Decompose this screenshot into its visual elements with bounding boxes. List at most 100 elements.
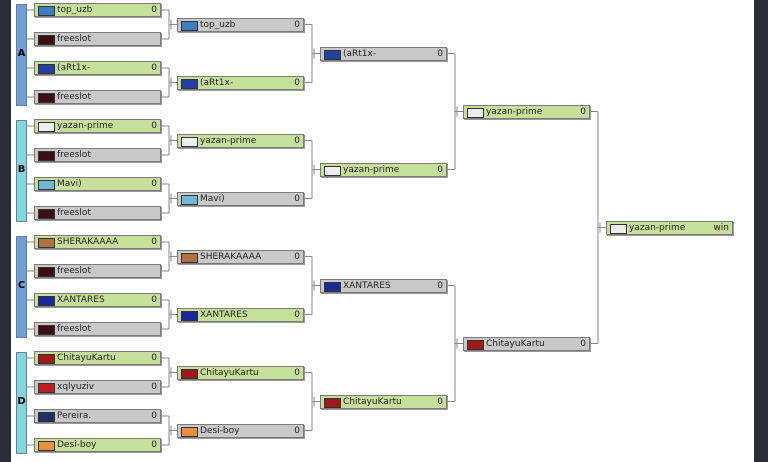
player-name: (aRt1x- [343, 48, 377, 59]
player-name: freeslot [57, 324, 91, 334]
player-name: freeslot [57, 266, 91, 276]
player-slot[interactable]: (aRt1x-0 [320, 46, 447, 61]
player-score: 0 [151, 121, 157, 131]
player-score: win [713, 222, 729, 233]
player-score: 0 [151, 440, 157, 450]
player-slot[interactable]: freeslot [34, 90, 161, 104]
player-score: 0 [151, 237, 157, 247]
superman-icon [38, 383, 55, 393]
globe-icon [38, 64, 55, 74]
group-bar-c: C [16, 236, 27, 338]
player-slot[interactable]: Mavi)0 [34, 177, 161, 191]
player-slot[interactable]: Mavi) 0 [177, 191, 304, 206]
player-name: top_uzb [200, 19, 236, 30]
eu-flag-icon [38, 296, 55, 306]
player-name: top_uzb [57, 5, 93, 15]
india-flag-icon [181, 426, 198, 437]
skull-icon [181, 136, 198, 147]
player-slot[interactable]: (aRt1x-0 [177, 75, 304, 90]
player-slot[interactable]: XANTARES 0 [34, 293, 161, 307]
skull-icon [181, 368, 198, 379]
player-name: ChitayuKartu [486, 338, 545, 349]
player-score: 0 [580, 338, 586, 349]
x-icon [38, 325, 55, 335]
player-score: 0 [294, 193, 300, 204]
player-name: yazan-prime [200, 135, 257, 146]
emblem-icon [181, 252, 198, 263]
player-name: Desi-boy [200, 425, 240, 436]
player-score: 0 [294, 309, 300, 320]
player-score: 0 [294, 367, 300, 378]
player-score: 0 [151, 382, 157, 392]
skull-icon [467, 339, 484, 350]
skull-icon [610, 223, 627, 234]
group-label: B [17, 164, 26, 175]
left-background-edge [0, 0, 11, 462]
player-name: SHERAKAAAA [57, 237, 119, 247]
player-slot[interactable]: XANTARES 0 [177, 307, 304, 322]
uzbekistan-flag-icon [38, 180, 55, 190]
emblem-icon [38, 238, 55, 248]
player-name: yazan-prime [343, 164, 400, 175]
player-name: XANTARES [343, 280, 391, 291]
player-slot[interactable]: freeslot [34, 32, 161, 46]
player-slot[interactable]: freeslot [34, 206, 161, 220]
player-name: XANTARES [57, 295, 105, 305]
player-score: 0 [580, 106, 586, 117]
player-name: freeslot [57, 150, 91, 160]
player-name: freeslot [57, 34, 91, 44]
player-slot[interactable]: (aRt1x-0 [34, 61, 161, 75]
player-slot[interactable]: top_uzb 0 [177, 17, 304, 32]
player-score: 0 [294, 19, 300, 30]
uzbekistan-flag-icon [181, 194, 198, 205]
player-name: xqlyuziv [57, 382, 95, 392]
player-name: XANTARES [200, 309, 248, 320]
player-slot[interactable]: freeslot [34, 148, 161, 162]
x-icon [38, 93, 55, 103]
skull-icon [324, 397, 341, 408]
player-slot[interactable]: freeslot [34, 322, 161, 336]
group-bar-b: B [16, 120, 27, 222]
globe-icon [324, 49, 341, 60]
player-name: freeslot [57, 208, 91, 218]
skull-icon [324, 165, 341, 176]
player-slot[interactable]: xqlyuziv 0 [34, 380, 161, 394]
player-slot[interactable]: SHERAKAAAA 0 [34, 235, 161, 249]
player-name: Mavi) [200, 193, 225, 204]
player-slot[interactable]: Pereira. 0 [34, 409, 161, 423]
skull-icon [38, 354, 55, 364]
player-score: 0 [151, 353, 157, 363]
india-flag-icon [38, 441, 55, 451]
player-name: Pereira. [57, 411, 92, 421]
uzbekistan-flag-icon [38, 6, 55, 16]
player-slot[interactable]: yazan-prime 0 [177, 133, 304, 148]
group-bar-a: A [16, 4, 27, 106]
player-slot[interactable]: yazan-prime win [606, 220, 733, 235]
player-score: 0 [151, 179, 157, 189]
group-label: A [17, 48, 26, 59]
player-score: 0 [294, 135, 300, 146]
player-score: 0 [151, 411, 157, 421]
x-icon [38, 35, 55, 45]
player-slot[interactable]: ChitayuKartu 0 [463, 336, 590, 351]
player-name: (aRt1x- [200, 77, 234, 88]
player-name: yazan-prime [629, 222, 686, 233]
x-icon [38, 209, 55, 219]
player-score: 0 [151, 295, 157, 305]
x-icon [38, 267, 55, 277]
player-name: (aRt1x- [57, 63, 91, 73]
player-slot[interactable]: freeslot [34, 264, 161, 278]
uzbekistan-flag-icon [181, 20, 198, 31]
